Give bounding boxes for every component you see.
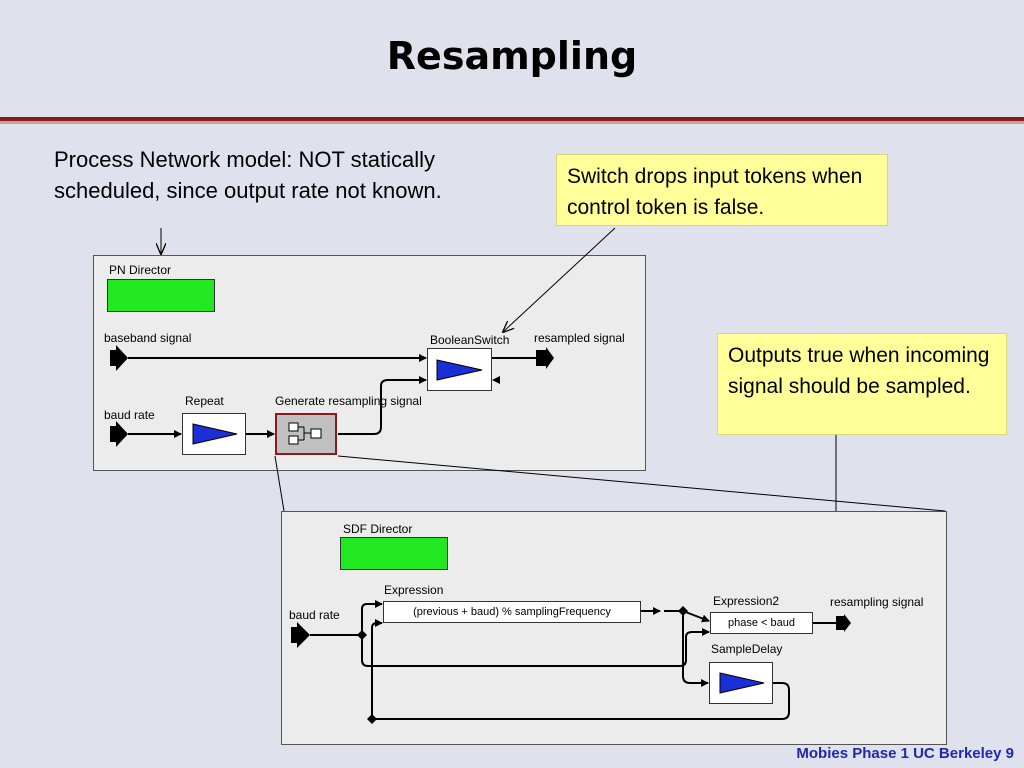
resampling-port-icon [836, 614, 851, 632]
feedback-to-expression-wire [371, 619, 383, 719]
sampledelay-label: SampleDelay [711, 642, 783, 656]
sdf-director-block[interactable] [340, 537, 448, 570]
intro-text: Process Network model: NOT statically sc… [54, 147, 442, 203]
sampledelay-triangle-icon [719, 672, 765, 694]
expression-label: Expression [384, 583, 444, 597]
slide-footer: Mobies Phase 1 UC Berkeley 9 [796, 745, 1014, 762]
title-rule [0, 117, 1024, 121]
switch-callout: Switch drops input tokens when control t… [556, 154, 888, 226]
switch-leader-line [503, 227, 616, 332]
sdf-baud-rate-label: baud rate [289, 608, 340, 622]
zoom-line-right [337, 455, 946, 512]
sdf-director-label: SDF Director [343, 522, 413, 536]
pn-director-block[interactable] [107, 279, 215, 312]
baseband-port-icon [110, 345, 128, 371]
phase-to-sampledelay-wire [682, 611, 709, 687]
pn-baud-port-icon [110, 421, 128, 447]
pn-director-label: PN Director [109, 263, 172, 277]
title-rule-shadow [0, 121, 1024, 124]
zoom-line-left [274, 455, 285, 512]
generate-resampling-actor[interactable] [275, 413, 337, 455]
baseband-signal-label: baseband signal [104, 331, 192, 345]
generate-resampling-label: Generate resampling signal [275, 394, 422, 408]
switch-triangle-icon [436, 359, 483, 381]
composite-actor-icon [288, 422, 322, 445]
slide-title: Resampling [386, 34, 638, 78]
generate-to-switch-wire [338, 376, 427, 435]
resampled-signal-label: resampled signal [534, 331, 625, 345]
expression2-actor[interactable]: phase < baud [710, 612, 813, 634]
baud-to-expression-wire [361, 600, 383, 635]
sampledelay-feedback-wire [372, 682, 790, 720]
sdf-baud-port-icon [291, 622, 310, 648]
resampling-signal-label: resampling signal [830, 595, 924, 609]
expression2-label: Expression2 [713, 594, 780, 608]
repeat-label: Repeat [185, 394, 224, 408]
expression-actor[interactable]: (previous + baud) % samplingFrequency [383, 601, 641, 623]
switch-false-port-icon [492, 376, 500, 384]
repeat-triangle-icon [192, 423, 238, 445]
resampled-port-icon [536, 347, 554, 369]
pn-baud-rate-label: baud rate [104, 408, 155, 422]
booleanswitch-label: BooleanSwitch [430, 333, 510, 347]
outputs-callout: Outputs true when incoming signal should… [717, 333, 1007, 435]
baud-to-expression2-wire [361, 628, 710, 667]
phase-to-expression2-wire [682, 610, 710, 623]
